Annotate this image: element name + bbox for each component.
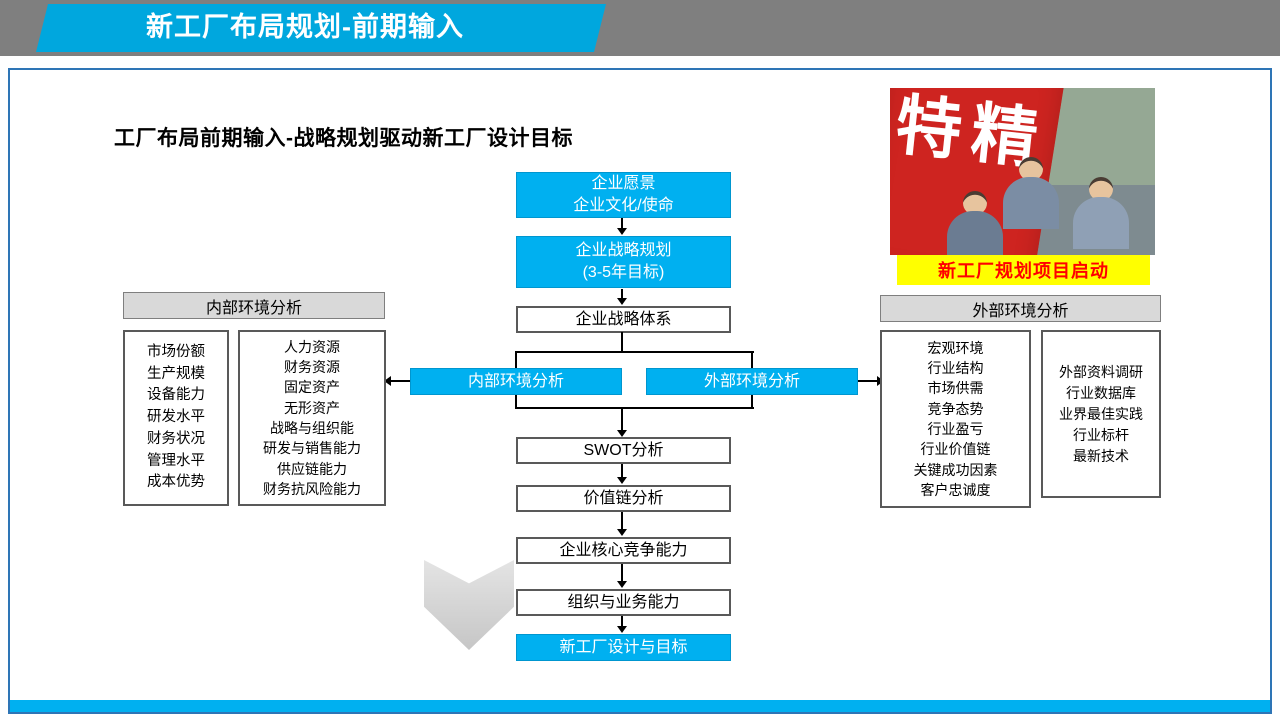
flow-box-org-capability: 组织与业务能力 [516, 589, 731, 616]
person-torso [1073, 197, 1129, 249]
list-line: 行业数据库 [1066, 384, 1136, 401]
person-torso [947, 211, 1003, 255]
internal-panel-header: 内部环境分析 [123, 292, 385, 319]
flow-box-core-competence-label: 企业核心竞争能力 [559, 541, 688, 559]
flow-box-core-competence: 企业核心竞争能力 [516, 537, 731, 564]
slide-header-bar: 新工厂布局规划-前期输入 [0, 0, 1280, 56]
external-panel-header: 外部环境分析 [880, 295, 1161, 322]
flow-box-new-factory-target: 新工厂设计与目标 [516, 634, 731, 661]
connector-line [515, 351, 754, 353]
list-line: 财务状况 [147, 430, 205, 447]
list-line: 研发与销售能力 [263, 440, 361, 457]
flow-box-new-factory-target-label: 新工厂设计与目标 [559, 638, 688, 656]
arrow-down [616, 409, 628, 437]
person-torso [1003, 177, 1059, 229]
connector-line [751, 352, 753, 369]
flow-box-external-analysis-label: 外部环境分析 [703, 372, 800, 390]
list-line: 行业盈亏 [927, 421, 984, 437]
kickoff-caption: 新工厂规划项目启动 [897, 255, 1150, 285]
list-line: 管理水平 [147, 452, 205, 469]
list-line: 客户忠诚度 [920, 481, 991, 498]
connector-line [621, 332, 623, 352]
external-panel-col2: 外部资料调研行业数据库业界最佳实践行业标杆最新技术 [1041, 330, 1161, 498]
kickoff-photo: 特精 [890, 88, 1155, 255]
list-line: 宏观环境 [927, 339, 984, 356]
internal-panel-col1: 市场份额生产规模设备能力研发水平财务状况管理水平成本优势 [123, 330, 229, 506]
list-line: 设备能力 [147, 387, 205, 404]
flow-box-internal-analysis: 内部环境分析 [410, 368, 622, 395]
arrow-left-to-internal-panel [384, 375, 410, 387]
list-line: 关键成功因素 [913, 461, 998, 478]
flow-box-external-analysis: 外部环境分析 [646, 368, 858, 395]
list-line: 成本优势 [147, 474, 205, 491]
flow-box-strategy-system-label: 企业战略体系 [575, 310, 672, 328]
list-line: 财务资源 [284, 359, 340, 376]
connector-line [515, 407, 754, 409]
flow-box-strategy-line1: 企业战略规划 [575, 242, 672, 260]
flow-box-strategy-system: 企业战略体系 [516, 306, 731, 333]
flow-box-vision-line1: 企业愿景 [591, 175, 656, 193]
arrow-down [616, 289, 628, 305]
flow-box-vision: 企业愿景 企业文化/使命 [516, 172, 731, 218]
list-line: 供应链能力 [277, 460, 347, 477]
list-line: 研发水平 [147, 409, 205, 426]
flow-box-internal-analysis-label: 内部环境分析 [467, 372, 564, 390]
arrow-down [616, 218, 628, 235]
list-line: 财务抗风险能力 [263, 480, 361, 497]
arrow-down [616, 464, 628, 484]
arrow-down [616, 512, 628, 536]
list-line: 固定资产 [284, 379, 340, 396]
flow-box-swot: SWOT分析 [516, 437, 731, 464]
arrow-down [616, 564, 628, 588]
flow-box-strategy-line2: (3-5年目标) [582, 264, 665, 281]
connector-line [515, 395, 517, 408]
list-line: 战略与组织能 [270, 420, 354, 436]
flow-box-swot-label: SWOT分析 [583, 441, 664, 459]
list-line: 行业标杆 [1073, 426, 1129, 443]
flow-box-value-chain-label: 价值链分析 [583, 489, 664, 507]
list-line: 人力资源 [284, 338, 340, 355]
list-line: 市场供需 [927, 380, 984, 397]
list-line: 市场份额 [147, 343, 205, 360]
connector-line [515, 352, 517, 369]
list-line: 竞争态势 [927, 400, 984, 417]
list-line: 业界最佳实践 [1059, 405, 1143, 422]
internal-panel-col2: 人力资源财务资源固定资产无形资产战略与组织能研发与销售能力供应链能力财务抗风险能… [238, 330, 386, 506]
list-line: 无形资产 [284, 399, 340, 416]
slide-title: 新工厂布局规划-前期输入 [146, 12, 464, 42]
connector-line [751, 395, 753, 408]
flow-box-strategy: 企业战略规划 (3-5年目标) [516, 236, 731, 288]
section-heading: 工厂布局前期输入-战略规划驱动新工厂设计目标 [114, 127, 573, 150]
flow-box-org-capability-label: 组织与业务能力 [567, 593, 680, 611]
arrow-down [616, 616, 628, 633]
list-line: 外部资料调研 [1059, 363, 1143, 380]
external-panel-col1: 宏观环境行业结构市场供需竞争态势行业盈亏行业价值链关键成功因素客户忠诚度 [880, 330, 1031, 508]
person-figure [1003, 157, 1059, 229]
list-line: 行业结构 [927, 360, 984, 377]
flow-box-vision-line2: 企业文化/使命 [573, 197, 674, 214]
bottom-accent-bar [10, 700, 1270, 712]
list-line: 行业价值链 [920, 441, 991, 458]
flow-box-value-chain: 价值链分析 [516, 485, 731, 512]
list-line: 生产规模 [147, 365, 205, 382]
list-line: 最新技术 [1073, 447, 1129, 464]
person-figure [1073, 177, 1129, 249]
person-figure [947, 191, 1003, 255]
